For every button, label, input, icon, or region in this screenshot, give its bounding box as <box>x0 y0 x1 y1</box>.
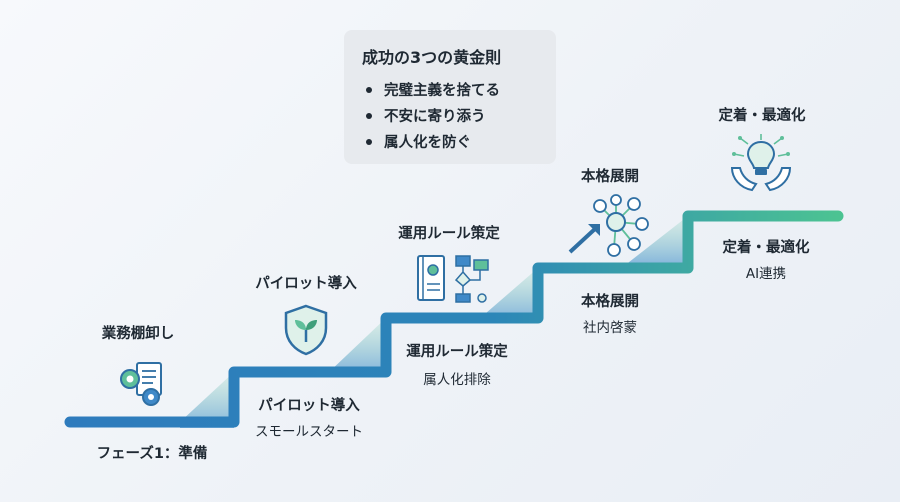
riser-shade-2 <box>327 318 386 374</box>
golden-rule-item: 完璧主義を捨てる <box>362 78 500 104</box>
step4-top-label: 本格展開 <box>581 169 639 185</box>
step5-bottom-title: 定着・最適化 <box>722 240 810 256</box>
golden-rules-list: 完璧主義を捨てる 不安に寄り添う 属人化を防ぐ <box>362 78 500 156</box>
bullet-icon <box>366 87 372 93</box>
step1-bottom-title: フェーズ1：準備 <box>96 446 208 462</box>
golden-rules-box: 成功の3つの黄金則 完璧主義を捨てる 不安に寄り添う 属人化を防ぐ <box>344 30 556 164</box>
gears-document-icon <box>120 362 162 406</box>
riser-shade-4 <box>624 216 688 266</box>
manual-flowchart-icon <box>417 255 489 303</box>
network-growth-icon <box>568 194 649 257</box>
bullet-icon <box>366 113 372 119</box>
riser-shade-3 <box>478 268 538 320</box>
step4-bottom-title: 本格展開 <box>581 294 639 310</box>
step-line <box>64 210 844 428</box>
step4-bottom-sub: 社内啓蒙 <box>583 320 637 336</box>
step3-bottom-sub: 属人化排除 <box>423 372 491 388</box>
step2-bottom-title: パイロット導入 <box>258 398 360 414</box>
step1-top-label: 業務棚卸し <box>101 326 175 342</box>
golden-rule-item: 属人化を防ぐ <box>362 130 500 156</box>
hands-lightbulb-icon <box>730 134 792 192</box>
riser-shade-1 <box>180 372 234 428</box>
step3-top-label: 運用ルール策定 <box>398 226 500 242</box>
golden-rules-title: 成功の3つの黄金則 <box>362 48 502 67</box>
shield-sprout-icon <box>284 304 328 356</box>
bullet-icon <box>366 139 372 145</box>
golden-rule-item: 不安に寄り添う <box>362 104 500 130</box>
step2-top-label: パイロット導入 <box>255 276 357 292</box>
step5-top-label: 定着・最適化 <box>718 108 806 124</box>
step2-bottom-sub: スモールスタート <box>255 424 363 440</box>
step5-bottom-sub: AI連携 <box>745 266 787 282</box>
step3-bottom-title: 運用ルール策定 <box>406 344 508 360</box>
